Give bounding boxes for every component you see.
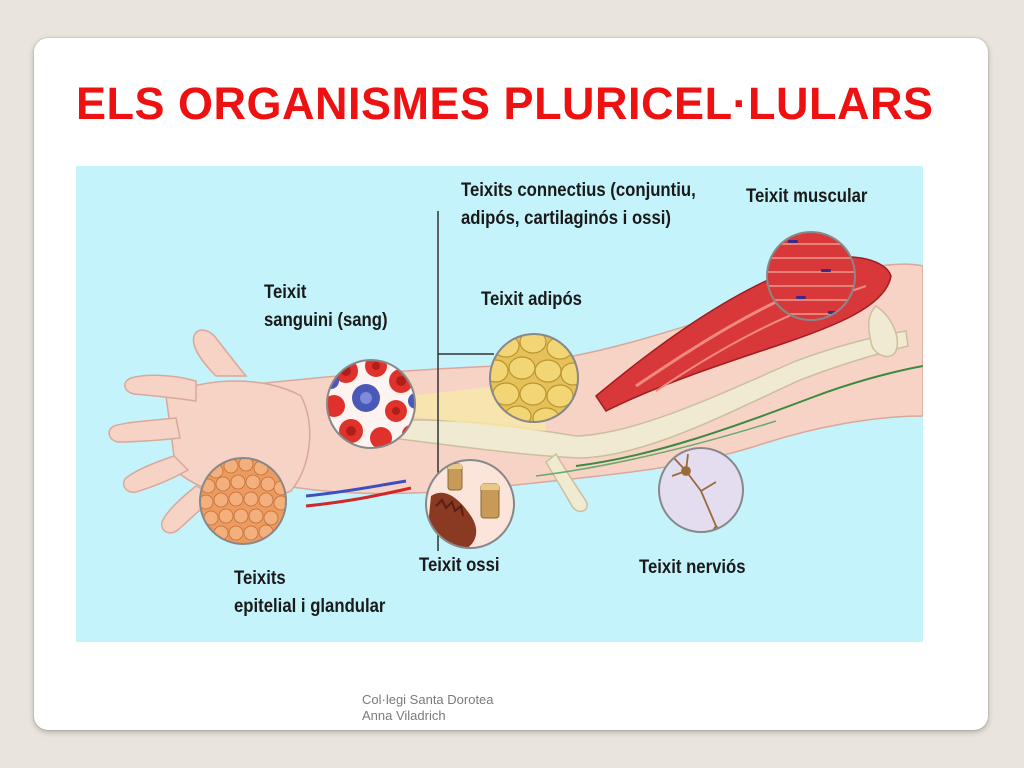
nerve-line: [575, 365, 923, 467]
label-connective-line1: Teixits connectius (conjuntiu,: [461, 180, 696, 201]
bone-tissue-circle: [425, 459, 515, 549]
label-epithelial-line1: Teixits: [234, 568, 286, 589]
epithelial-tissue-circle: [199, 457, 287, 545]
arm-drawing: [108, 211, 923, 551]
tissues-arm-illustration: Teixits connectius (conjuntiu, adipós, c…: [76, 166, 923, 642]
blood-tissue-circle: [326, 359, 416, 449]
label-muscular: Teixit muscular: [746, 186, 868, 207]
label-bone: Teixit ossi: [419, 555, 500, 576]
footer-author: Anna Viladrich: [362, 708, 446, 723]
label-blood-line2: sanguini (sang): [264, 310, 388, 331]
vein: [305, 479, 407, 498]
label-nervous: Teixit nerviós: [639, 557, 746, 578]
slide-footer: Col·legi Santa Dorotea Anna Viladrich: [362, 692, 494, 724]
slide-title: ELS ORGANISMES PLURICEL·LULARS: [76, 78, 934, 129]
label-adipose: Teixit adipós: [481, 289, 582, 310]
label-blood-line1: Teixit: [264, 282, 307, 303]
slide: ELS ORGANISMES PLURICEL·LULARS: [34, 38, 988, 730]
label-epithelial-line2: epitelial i glandular: [234, 596, 386, 617]
artery: [305, 486, 412, 508]
footer-school: Col·legi Santa Dorotea: [362, 692, 494, 707]
adipose-tissue-circle: [489, 333, 579, 423]
nervous-tissue-circle: [658, 447, 744, 533]
muscular-tissue-circle: [766, 231, 856, 321]
label-connective-line2: adipós, cartilaginós i ossi): [461, 208, 671, 229]
